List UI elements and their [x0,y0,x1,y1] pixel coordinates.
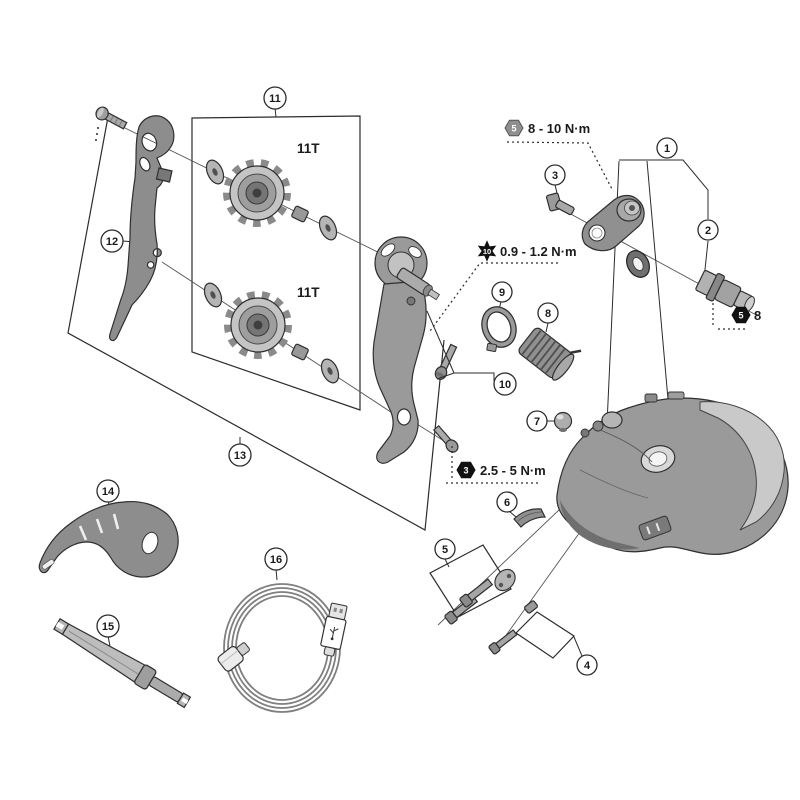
svg-text:4: 4 [584,660,591,672]
svg-text:3: 3 [463,465,468,475]
frame-adapter [695,270,755,312]
pulley-bushing [291,205,309,223]
hex-wrench-icon: 5 [504,119,524,137]
svg-text:16: 16 [270,554,282,566]
torque-value: 0.9 - 1.2 N·m [500,244,577,259]
callout-5: 5 [434,538,456,560]
link-fixing-parts-5 [429,544,516,625]
svg-text:15: 15 [102,621,114,633]
skid-wedge [513,508,546,528]
pulley-bushing [291,343,309,361]
svg-text:12: 12 [106,236,118,248]
callouts: 1 2 3 4 5 6 7 8 9 10 11 12 13 14 15 16 [96,86,719,676]
hex-wrench-icon: 3 [456,461,476,479]
pulley-set [203,159,340,384]
hanger-link [581,194,645,252]
callout-7: 7 [526,410,548,432]
plate-stopper-bolt [434,343,458,380]
svg-text:5: 5 [511,123,516,133]
exploded-axis-lines [122,126,759,649]
outer-cage-plate [372,236,440,464]
tension-spring [518,327,582,381]
svg-text:9: 9 [499,287,505,299]
svg-text:2: 2 [705,225,711,237]
torque-value: 2.5 - 5 N·m [480,463,546,478]
torque-note-1: 5 8 - 10 N·m [504,119,614,192]
svg-text:13: 13 [234,450,246,462]
svg-text:5: 5 [738,310,743,320]
callout-12: 12 [100,229,124,253]
bracket-axle-unit-3 [545,192,575,216]
pulley-set-box [191,115,361,411]
svg-text:6: 6 [504,497,510,509]
callout-4: 4 [576,654,598,676]
torque-note-3: 3 2.5 - 5 N·m [446,446,546,484]
dots-under-bolt [95,127,99,141]
torx-wrench-icon: 10 [477,240,497,262]
callout-15: 15 [96,614,120,638]
usb-plug-icon [320,602,348,657]
torque-value: 8 - 10 N·m [528,121,590,136]
torque-note-4: 5 8 [712,303,761,330]
bracket-washer [626,250,650,278]
svg-text:10: 10 [499,379,511,391]
svg-text:10: 10 [483,247,491,256]
callout-2: 2 [697,219,719,241]
pulley-teeth-label: 11T [297,141,320,156]
svg-text:8: 8 [545,308,551,320]
svg-text:3: 3 [552,170,558,182]
svg-text:1: 1 [664,143,670,155]
torque-note-2: 10 0.9 - 1.2 N·m [429,240,577,332]
torque-value: 8 [754,308,761,323]
ball-end-cap [553,411,573,432]
guide-pulley [223,159,291,227]
charging-cable [217,583,348,713]
charge-plug [217,642,250,672]
inner-cage-plate [109,115,175,342]
pulley-washer [203,282,223,308]
skid-plate [38,500,179,578]
pulley-washer [320,358,340,384]
setting-tool [53,618,192,709]
callout-14: 14 [96,479,120,503]
svg-text:7: 7 [534,416,540,428]
pulley-washer [318,215,338,241]
svg-text:11: 11 [269,93,281,105]
callout-9: 9 [491,281,513,303]
cage-fixing-bolt [432,424,459,453]
pulley-washer [205,159,225,185]
callout-16: 16 [264,547,288,571]
callout-13: 13 [228,443,252,467]
svg-text:14: 14 [102,486,115,498]
callout-11: 11 [263,86,287,110]
pulley-teeth-label: 11T [297,285,320,300]
hex-wrench-icon: 5 [731,306,751,324]
cage-mounting-bolt [95,106,128,130]
spacer-cylinder [524,600,538,614]
callout-8: 8 [537,302,559,324]
clutch-ring [481,306,517,352]
derailleur-body [556,391,789,555]
callout10-bracket [426,310,495,381]
callout-1: 1 [656,137,678,159]
svg-text:5: 5 [442,544,448,556]
stroke-adjust-parts-4 [488,600,575,659]
callout-6: 6 [496,491,518,513]
callout-10: 10 [493,372,517,396]
tension-pulley [224,291,292,359]
callout-3: 3 [544,164,566,186]
cage-axle-unit [396,267,440,301]
adjust-bolt [488,629,518,655]
fixing-bolt [459,578,494,608]
